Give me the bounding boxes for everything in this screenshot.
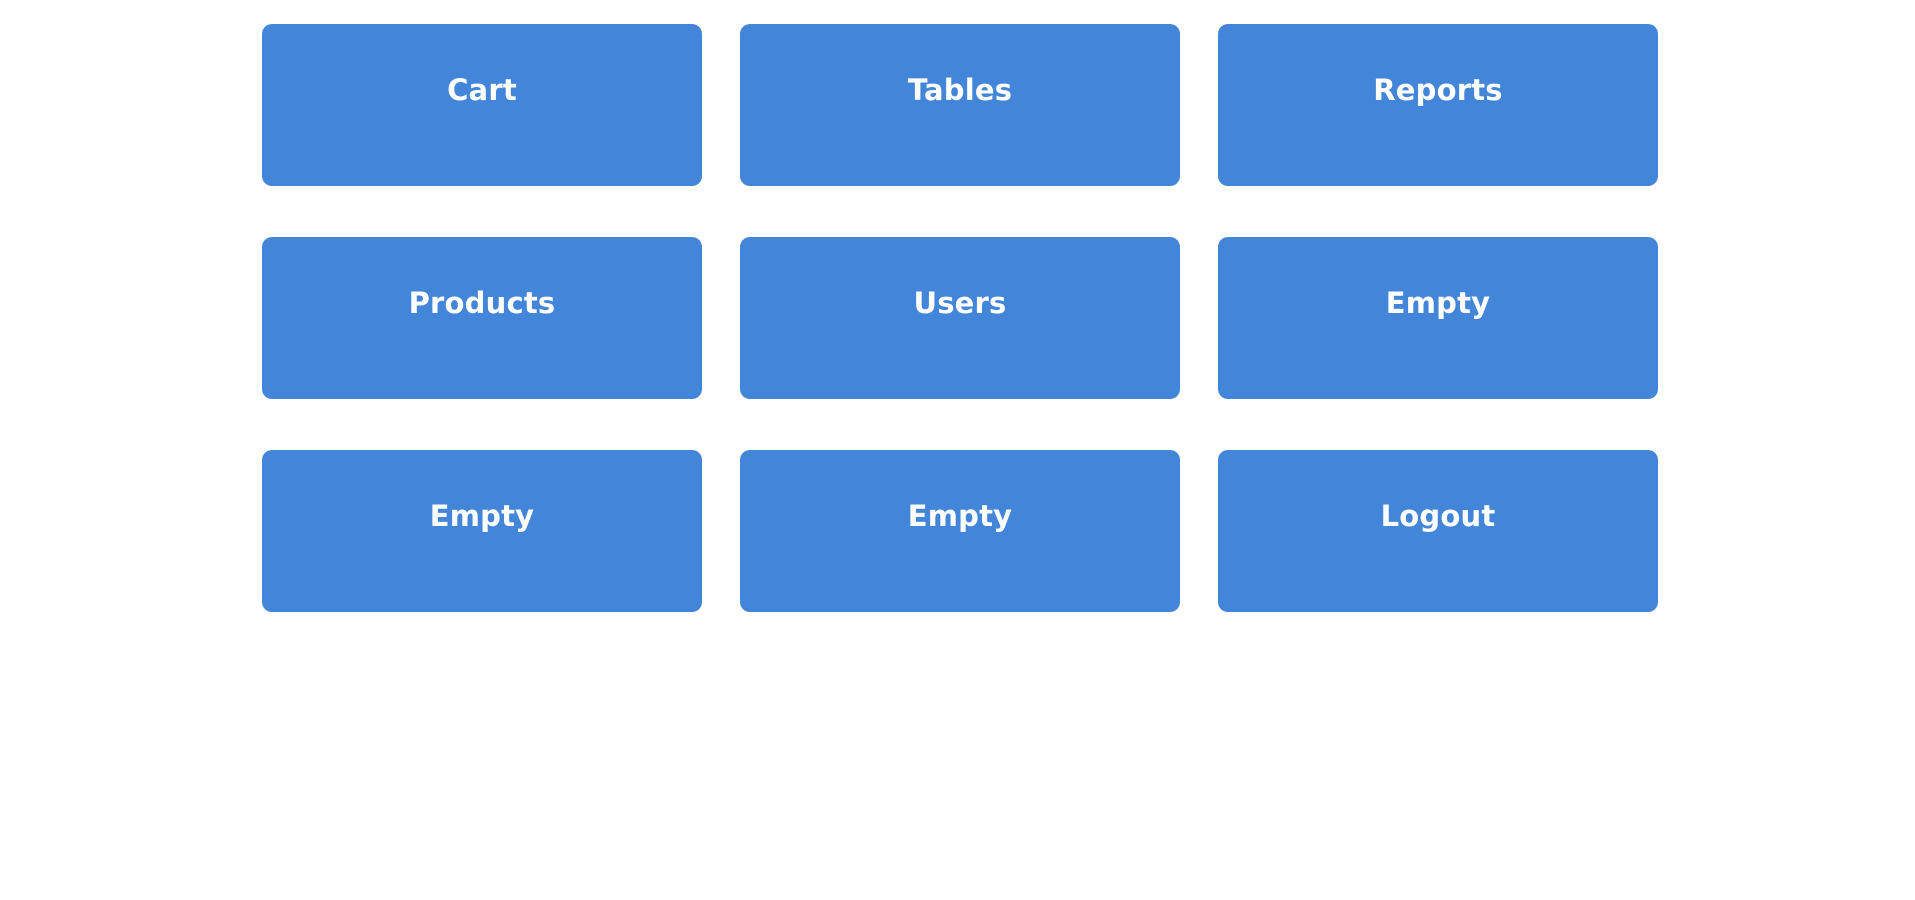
logout-button[interactable]: Logout xyxy=(1218,450,1658,612)
reports-button[interactable]: Reports xyxy=(1218,24,1658,186)
tables-button[interactable]: Tables xyxy=(740,24,1180,186)
products-button-label: Products xyxy=(408,286,556,320)
logout-button-label: Logout xyxy=(1380,499,1496,533)
empty-button-2[interactable]: Empty xyxy=(262,450,702,612)
cart-button[interactable]: Cart xyxy=(262,24,702,186)
empty-button-3-label: Empty xyxy=(907,499,1013,533)
empty-button-3[interactable]: Empty xyxy=(740,450,1180,612)
products-button[interactable]: Products xyxy=(262,237,702,399)
cart-button-label: Cart xyxy=(447,73,517,107)
users-button-label: Users xyxy=(913,286,1007,320)
reports-button-label: Reports xyxy=(1373,73,1503,107)
empty-button-2-label: Empty xyxy=(429,499,535,533)
tables-button-label: Tables xyxy=(907,73,1013,107)
main-menu-grid: Cart Tables Reports Products Users Empty… xyxy=(262,24,1658,612)
users-button[interactable]: Users xyxy=(740,237,1180,399)
empty-button-1-label: Empty xyxy=(1385,286,1491,320)
empty-button-1[interactable]: Empty xyxy=(1218,237,1658,399)
